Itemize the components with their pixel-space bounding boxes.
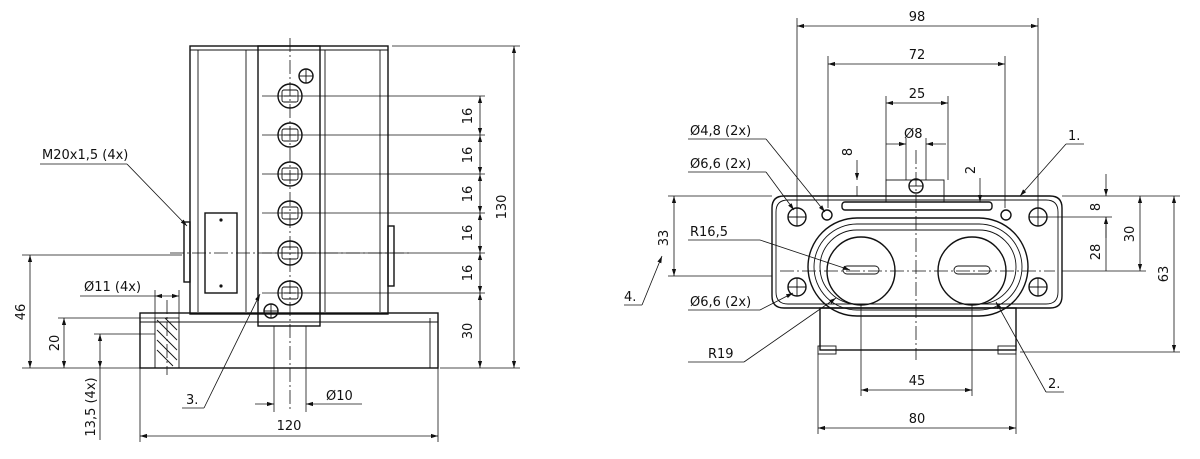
top-slot: [841, 201, 993, 211]
cable-gland-right: [387, 225, 395, 287]
dim-text-16: 16: [461, 108, 476, 125]
dim-text-98: 98: [909, 10, 926, 25]
lower-body: [819, 307, 1017, 351]
indicator-strip: [257, 45, 321, 327]
dim-text-33: 33: [657, 230, 672, 247]
hatch-line: [156, 349, 174, 367]
leader-line: [743, 297, 837, 363]
callout-1: 1.: [1068, 129, 1080, 144]
foot: [997, 345, 1017, 355]
leader-line: [765, 171, 795, 211]
small-hole: [1000, 209, 1012, 221]
dim-text-30: 30: [461, 323, 476, 340]
oval-recess: [807, 217, 1029, 317]
label-d48: Ø4,8 (2x): [690, 124, 751, 139]
label-r19: R19: [708, 347, 734, 362]
leader-line: [765, 138, 826, 213]
foot: [817, 345, 837, 355]
label-d66-bottom: Ø6,6 (2x): [690, 295, 751, 310]
leader-line: [759, 292, 794, 311]
dim-text-8-top: 8: [841, 148, 856, 156]
leader-line: [995, 301, 1047, 393]
dim-text-130: 130: [495, 195, 510, 220]
plate-outline: [771, 195, 1063, 309]
label-d66-top: Ø6,6 (2x): [690, 157, 751, 172]
small-hole: [821, 209, 833, 221]
dim-text-d10: Ø10: [326, 389, 353, 404]
dim-text-72: 72: [909, 48, 926, 63]
leader-line: [1019, 143, 1067, 197]
oval-recess-inner: [819, 229, 1017, 305]
dim-text-120: 120: [277, 419, 302, 434]
dim-text-25: 25: [909, 87, 926, 102]
dim-text-2: 2: [964, 166, 979, 174]
callout-3: 3.: [186, 393, 198, 408]
label-r165: R16,5: [690, 225, 728, 240]
dim-text-28: 28: [1089, 244, 1104, 261]
boss-slot: [953, 265, 991, 275]
dim-text-63: 63: [1157, 266, 1172, 283]
front-view: 16 16 16 16 16 30 130 46 20 13,5 (4x) Ø1…: [14, 38, 520, 442]
dim-text-16: 16: [461, 225, 476, 242]
cable-gland-left: [183, 221, 191, 283]
hatch-line: [164, 317, 178, 331]
dim-text-46: 46: [14, 304, 29, 321]
dim-text-d8: Ø8: [904, 127, 923, 142]
base-plate: [139, 312, 439, 369]
dim-text-30-right: 30: [1123, 226, 1138, 243]
top-boss: [885, 179, 945, 203]
dim-text-45: 45: [909, 374, 926, 389]
bottom-view: 98 72 25 Ø8 8 2 8 28 30: [624, 10, 1180, 434]
callout-2: 2.: [1048, 377, 1060, 392]
screw-dot: [219, 218, 223, 222]
label-m20: M20x1,5 (4x): [42, 148, 128, 163]
dim-text-d11: Ø11 (4x): [84, 280, 141, 295]
screw-dot: [219, 284, 223, 288]
oval-recess-inner: [813, 223, 1023, 311]
dim-text-80: 80: [909, 412, 926, 427]
plate-inner-outline: [775, 199, 1059, 305]
dim-text-13-5: 13,5 (4x): [84, 377, 99, 436]
dim-text-20: 20: [48, 335, 63, 352]
leader-line: [759, 239, 851, 271]
callout-4: 4.: [624, 290, 636, 305]
leader-line: [203, 293, 261, 409]
dim-text-16: 16: [461, 186, 476, 203]
dim-text-8-right: 8: [1089, 203, 1104, 211]
leader-line: [641, 255, 663, 306]
dim-text-16: 16: [461, 265, 476, 282]
leader-line: [126, 163, 188, 227]
dim-text-16: 16: [461, 147, 476, 164]
boss-slot: [842, 265, 880, 275]
